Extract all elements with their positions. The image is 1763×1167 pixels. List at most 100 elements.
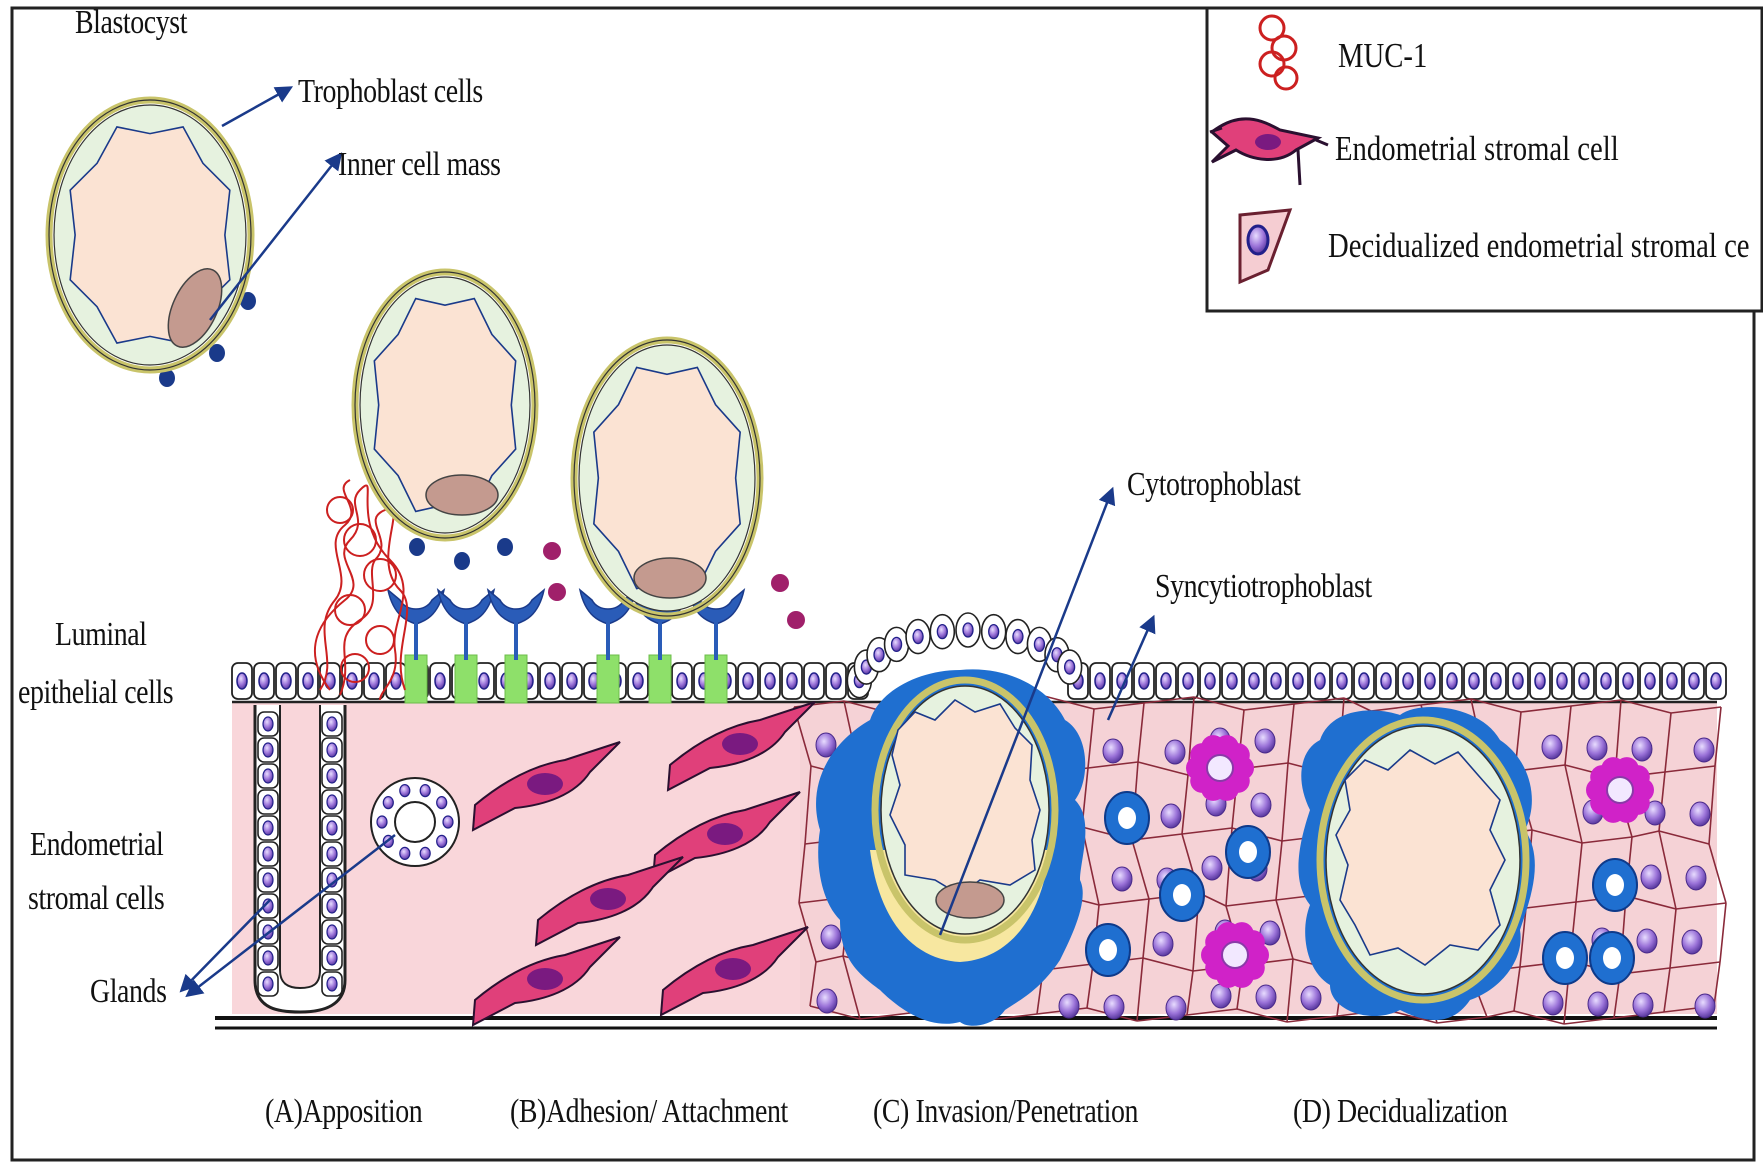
label-stromal-line2: stromal cells — [28, 882, 164, 916]
epithelial-nucleus — [1491, 673, 1501, 689]
stage-b-label: (B)Adhesion/ Attachment — [510, 1095, 788, 1129]
gland-nucleus — [327, 743, 337, 757]
gland-cross-nucleus — [377, 816, 387, 828]
gland-cross-nucleus — [437, 797, 447, 809]
decidual-nucleus — [1542, 735, 1562, 759]
junction — [649, 655, 671, 703]
decidual-nucleus — [1104, 995, 1124, 1019]
gland-lumen — [395, 802, 435, 842]
epithelial-nucleus — [1095, 673, 1105, 689]
epithelial-nucleus — [1623, 673, 1633, 689]
decidual-nucleus — [1695, 994, 1715, 1018]
stromal-nucleus — [590, 888, 626, 910]
decidual-nucleus — [1301, 986, 1321, 1010]
epithelial-nucleus — [1249, 673, 1259, 689]
epithelial-nucleus — [765, 673, 775, 689]
stromal-nucleus — [707, 823, 743, 845]
gland-nucleus — [327, 951, 337, 965]
gland-nucleus — [327, 847, 337, 861]
gland-cross-nucleus — [400, 785, 410, 797]
stage-d-label: (D) Decidualization — [1293, 1095, 1507, 1129]
trophoblast-ring-center — [1099, 939, 1117, 961]
gland-nucleus — [327, 717, 337, 731]
epithelial-nucleus — [1469, 673, 1479, 689]
epithelial-nucleus — [1205, 673, 1215, 689]
decidual-nucleus — [1112, 867, 1132, 891]
gland-nucleus — [327, 821, 337, 835]
gland-nucleus — [263, 769, 273, 783]
epithelial-nucleus — [303, 673, 313, 689]
decidual-nucleus — [1165, 740, 1185, 764]
arch-nucleus — [1013, 630, 1023, 644]
epithelial-nucleus — [633, 673, 643, 689]
decidual-nucleus — [817, 989, 837, 1013]
epithelial-nucleus — [259, 673, 269, 689]
decidualization-blastocyst — [1298, 707, 1534, 1020]
epithelial-nucleus — [1579, 673, 1589, 689]
epithelial-nucleus — [1403, 673, 1413, 689]
gland-nucleus — [263, 795, 273, 809]
label-inner-cell-mass: Inner cell mass — [338, 148, 501, 182]
epithelial-nucleus — [281, 673, 291, 689]
decidual-nucleus — [1153, 932, 1173, 956]
gland-cross-nucleus — [420, 785, 430, 797]
label-cytotrophoblast: Cytotrophoblast — [1127, 468, 1301, 502]
trophoblast-ring-center — [1606, 874, 1624, 896]
epithelial-nucleus — [1667, 673, 1677, 689]
epithelial-nucleus — [1183, 673, 1193, 689]
gland-cross-nucleus — [420, 847, 430, 859]
label-luminal-line2: epithelial cells — [18, 676, 173, 710]
trophoblast-ring-center — [1603, 947, 1621, 969]
epithelial-nucleus — [1139, 673, 1149, 689]
decidual-nucleus — [1543, 991, 1563, 1015]
gland-nucleus — [263, 821, 273, 835]
arch-nucleus — [989, 625, 999, 639]
arch-nucleus — [913, 630, 923, 644]
gland-nucleus — [263, 743, 273, 757]
junction — [505, 655, 527, 703]
receptor-head — [438, 590, 494, 624]
epithelial-nucleus — [831, 673, 841, 689]
gland-tube — [255, 705, 345, 1012]
decidual-nucleus — [821, 925, 841, 949]
gland-nucleus — [263, 873, 273, 887]
trophoblast-ring-center — [1173, 884, 1191, 906]
epithelial-nucleus — [809, 673, 819, 689]
arch-nucleus — [892, 637, 902, 651]
trophoblast-ring-center — [1239, 841, 1257, 863]
epithelial-nucleus — [479, 673, 489, 689]
decidual-nucleus — [1256, 985, 1276, 1009]
decidual-nucleus — [1161, 804, 1181, 828]
stage-a-label: (A)Apposition — [265, 1095, 422, 1129]
epithelial-nucleus — [1513, 673, 1523, 689]
epithelial-nucleus — [1271, 673, 1281, 689]
gland-cross-section — [371, 778, 459, 866]
decidual-cell-nucleus — [1222, 942, 1248, 968]
epithelial-nucleus — [567, 673, 577, 689]
epithelial-nucleus — [1161, 673, 1171, 689]
decidual-nucleus — [1588, 992, 1608, 1016]
label-blastocyst: Blastocyst — [75, 6, 187, 40]
decidual-nucleus — [1202, 856, 1222, 880]
gland-nucleus — [327, 977, 337, 991]
gland-cross-nucleus — [437, 835, 447, 847]
epithelial-nucleus — [1337, 673, 1347, 689]
epithelial-nucleus — [369, 673, 379, 689]
decidual-nucleus — [1059, 994, 1079, 1018]
junction — [597, 655, 619, 703]
receptor-head — [488, 590, 544, 624]
label-luminal-line1: Luminal — [55, 618, 147, 652]
decidual-nucleus — [1682, 930, 1702, 954]
epithelial-nucleus — [237, 673, 247, 689]
label-glands: Glands — [90, 975, 167, 1009]
epithelial-nucleus — [743, 673, 753, 689]
legend-stromal-cell: Endometrial stromal cell — [1335, 131, 1619, 166]
decidual-nucleus — [1690, 802, 1710, 826]
gland-cross-nucleus — [443, 816, 453, 828]
stromal-nucleus — [722, 733, 758, 755]
arch-nucleus — [1065, 660, 1075, 674]
stage-c-label: (C) Invasion/Penetration — [873, 1095, 1138, 1129]
decidual-nucleus — [1255, 729, 1275, 753]
